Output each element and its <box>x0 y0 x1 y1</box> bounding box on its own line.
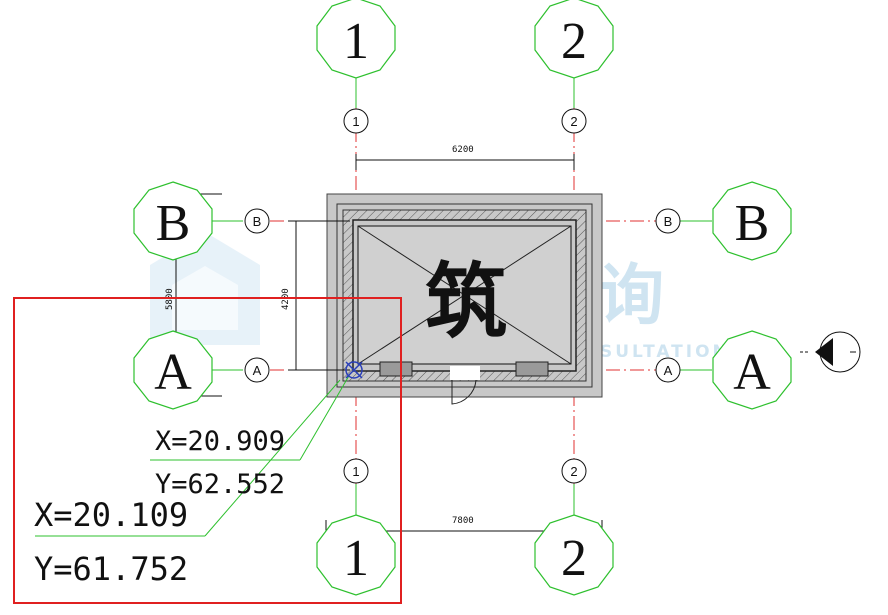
outer-coordinate-y: Y=61.752 <box>34 550 188 588</box>
grid-bubble-1-bottom: 1 <box>343 530 369 587</box>
dim-left-inner: 4200 <box>281 288 291 310</box>
survey-point-marker-icon <box>345 361 363 379</box>
small-bubble-2-bottom: 2 <box>570 464 577 479</box>
dim-top-width: 6200 <box>452 145 474 155</box>
small-bubble-a-right: A <box>664 363 673 378</box>
inner-coordinate-y: Y=62.552 <box>155 469 285 500</box>
small-bubble-1-bottom: 1 <box>352 464 359 479</box>
grid-bubble-2-bottom: 2 <box>561 530 587 587</box>
grid-bubble-a-left: A <box>154 344 192 401</box>
small-bubble-a-left: A <box>253 363 262 378</box>
grid-bubble-b-left: B <box>156 195 191 252</box>
dim-bottom-width: 7800 <box>452 516 474 526</box>
inner-coordinate-x: X=20.909 <box>155 426 285 457</box>
dim-left-outer: 5800 <box>165 288 175 310</box>
coordinate-leaders <box>35 373 351 537</box>
small-bubble-b-right: B <box>664 214 673 229</box>
building: 筑 <box>326 193 603 405</box>
small-bubble-2-top: 2 <box>570 114 577 129</box>
small-grid-bubbles <box>244 108 681 484</box>
outer-coordinate-x: X=20.109 <box>34 496 188 534</box>
grid-bubble-b-right: B <box>735 195 770 252</box>
highlight-box <box>13 297 402 604</box>
section-marker-icon <box>800 331 861 373</box>
small-bubble-1-top: 1 <box>352 114 359 129</box>
small-bubble-b-left: B <box>253 214 262 229</box>
grid-bubble-2-top: 2 <box>561 13 587 70</box>
grid-bubble-1-top: 1 <box>343 13 369 70</box>
grid-connectors <box>212 78 712 515</box>
center-character: 筑 <box>425 255 507 350</box>
grid-bubble-a-right: A <box>733 344 771 401</box>
big-grid-bubbles <box>133 0 792 596</box>
